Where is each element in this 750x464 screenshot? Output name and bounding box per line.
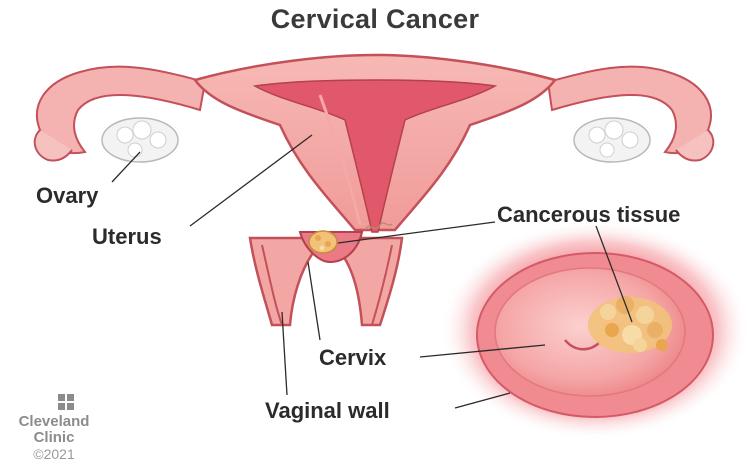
ovary-left [102,118,178,162]
label-ovary: Ovary [36,183,98,209]
leader-cervix [308,262,320,340]
ovary-right [574,118,650,162]
leader-uterus [190,135,312,226]
logo-copyright: ©2021 [4,446,104,463]
label-cervix: Cervix [319,345,386,371]
label-cancerous-tissue: Cancerous tissue [497,202,680,228]
tumor-small [309,231,337,253]
cervix-closeup [440,220,750,440]
logo-name-line1: Cleveland [4,414,104,430]
label-vaginal-wall: Vaginal wall [265,398,390,424]
label-uterus: Uterus [92,224,162,250]
diagram-title: Cervical Cancer [0,4,750,35]
logo-name-line2: Clinic [4,430,104,446]
cleveland-clinic-logo: Cleveland Clinic ©2021 [4,392,104,463]
